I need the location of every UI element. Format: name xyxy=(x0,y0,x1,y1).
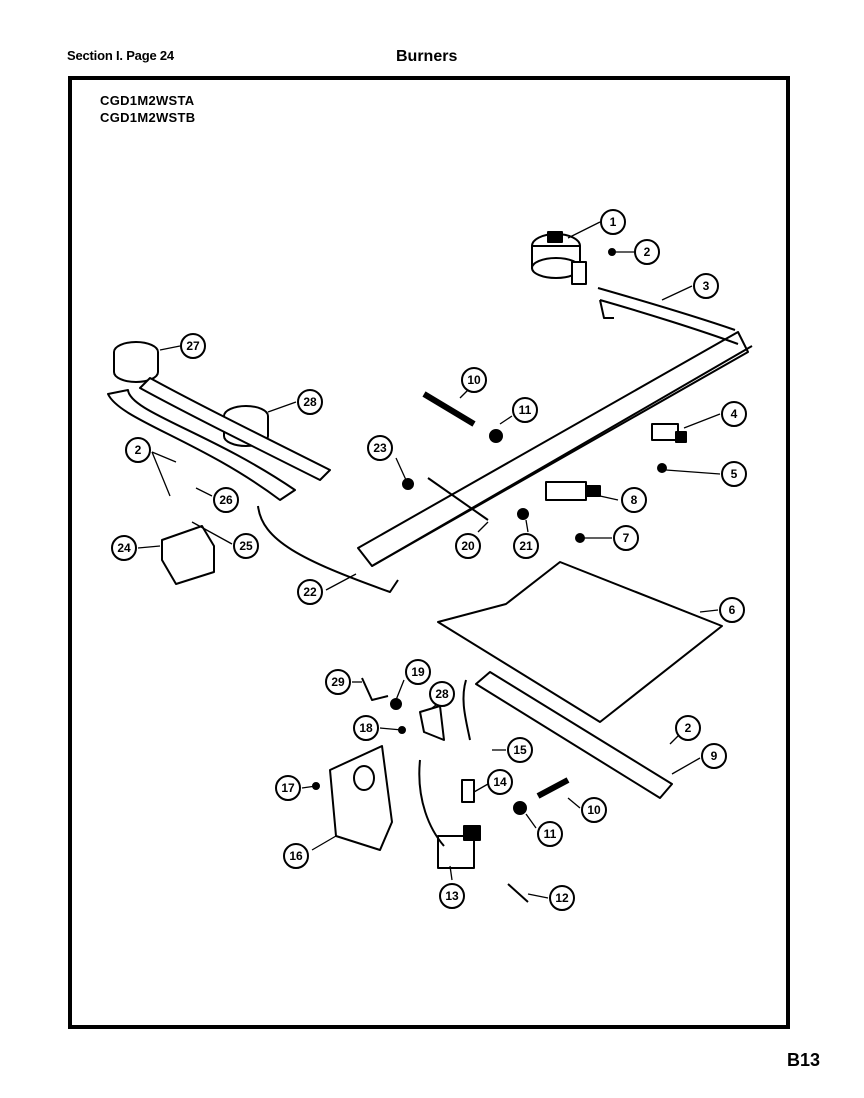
svg-text:11: 11 xyxy=(544,827,557,841)
burner-head-27 xyxy=(113,341,159,383)
igniter-bracket xyxy=(161,525,215,585)
manifold-pipe xyxy=(597,287,739,345)
callout-6: 6 xyxy=(719,597,745,623)
svg-text:19: 19 xyxy=(411,665,425,679)
model-number-a: CGD1M2WSTA xyxy=(100,93,195,108)
svg-text:12: 12 xyxy=(555,891,569,905)
callout-3: 3 xyxy=(693,273,719,299)
callout-16: 16 xyxy=(283,843,309,869)
svg-text:8: 8 xyxy=(631,493,638,507)
callout-15: 15 xyxy=(507,737,533,763)
callout-23: 23 xyxy=(367,435,393,461)
burner-valve-8 xyxy=(545,481,601,501)
burner-tube-left xyxy=(107,389,296,501)
manifold-tube xyxy=(357,331,749,567)
svg-text:11: 11 xyxy=(519,403,532,417)
svg-text:7: 7 xyxy=(623,531,630,545)
callout-21: 21 xyxy=(513,533,539,559)
page-title: Burners xyxy=(396,48,458,65)
svg-text:10: 10 xyxy=(587,803,601,817)
callout-19: 19 xyxy=(405,659,431,685)
thermostat-bracket xyxy=(329,745,393,851)
section-page-label: Section I. Page 24 xyxy=(67,48,174,63)
callout-28: 28 xyxy=(297,389,323,415)
callout-25: 25 xyxy=(233,533,259,559)
svg-text:1: 1 xyxy=(610,215,617,229)
callout-4: 4 xyxy=(721,401,747,427)
svg-text:23: 23 xyxy=(373,441,387,455)
svg-text:24: 24 xyxy=(117,541,131,555)
svg-text:28: 28 xyxy=(303,395,317,409)
svg-text:17: 17 xyxy=(281,781,295,795)
callout-2: 2 xyxy=(634,239,660,265)
svg-text:10: 10 xyxy=(467,373,481,387)
svg-text:18: 18 xyxy=(359,721,373,735)
callout-9: 9 xyxy=(701,743,727,769)
svg-text:3: 3 xyxy=(703,279,710,293)
safety-valve xyxy=(437,825,481,869)
callout-10: 10 xyxy=(461,367,487,393)
svg-text:2: 2 xyxy=(644,245,651,259)
callout-26: 26 xyxy=(213,487,239,513)
svg-text:29: 29 xyxy=(331,675,345,689)
svg-text:15: 15 xyxy=(513,743,527,757)
burner-valve-4 xyxy=(651,423,687,443)
thermocouple xyxy=(257,505,399,593)
callout-12: 12 xyxy=(549,885,575,911)
svg-text:4: 4 xyxy=(731,407,738,421)
burner-tube-right xyxy=(139,377,331,481)
callout-27: 27 xyxy=(180,333,206,359)
svg-text:26: 26 xyxy=(219,493,233,507)
callout-22: 22 xyxy=(297,579,323,605)
model-number-b: CGD1M2WSTB xyxy=(100,110,196,125)
callout-28: 28 xyxy=(429,681,455,707)
callout-29: 29 xyxy=(325,669,351,695)
callout-7: 7 xyxy=(613,525,639,551)
callout-11: 11 xyxy=(512,397,538,423)
callout-10: 10 xyxy=(581,797,607,823)
svg-text:25: 25 xyxy=(239,539,253,553)
svg-text:14: 14 xyxy=(493,775,507,789)
svg-text:13: 13 xyxy=(445,889,459,903)
heat-shield xyxy=(437,561,723,723)
callout-14: 14 xyxy=(487,769,513,795)
svg-text:21: 21 xyxy=(519,539,533,553)
callout-5: 5 xyxy=(721,461,747,487)
callout-18: 18 xyxy=(353,715,379,741)
svg-text:22: 22 xyxy=(303,585,317,599)
callout-20: 20 xyxy=(455,533,481,559)
svg-text:2: 2 xyxy=(685,721,692,735)
callout-24: 24 xyxy=(111,535,137,561)
callout-13: 13 xyxy=(439,883,465,909)
callout-8: 8 xyxy=(621,487,647,513)
svg-text:28: 28 xyxy=(435,687,449,701)
svg-text:20: 20 xyxy=(461,539,475,553)
pressure-regulator xyxy=(531,231,587,285)
callout-11: 11 xyxy=(537,821,563,847)
callout-2: 2 xyxy=(675,715,701,741)
svg-text:2: 2 xyxy=(135,443,142,457)
callout-2: 2 xyxy=(125,437,151,463)
svg-text:27: 27 xyxy=(186,339,200,353)
svg-text:9: 9 xyxy=(711,749,718,763)
broiler-burner xyxy=(475,671,673,799)
svg-text:5: 5 xyxy=(731,467,738,481)
diagram-frame xyxy=(68,76,790,1029)
svg-text:16: 16 xyxy=(289,849,303,863)
callout-17: 17 xyxy=(275,775,301,801)
callout-1: 1 xyxy=(600,209,626,235)
page-id: B13 xyxy=(787,1050,821,1070)
svg-text:6: 6 xyxy=(729,603,736,617)
